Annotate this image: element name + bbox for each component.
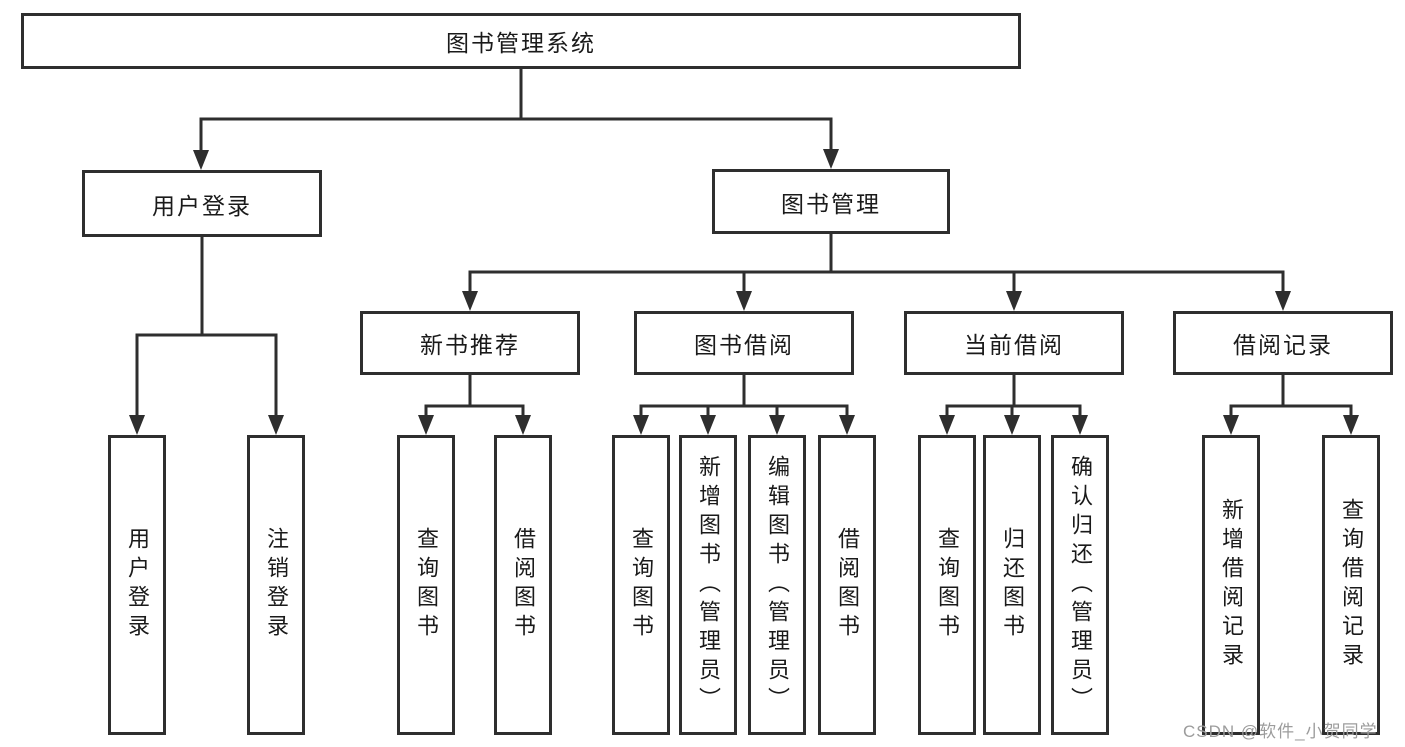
node-label: 查询借阅记录 — [1339, 498, 1364, 672]
node-label: 查询图书 — [414, 527, 439, 643]
node-borrow-records: 借阅记录 — [1173, 311, 1393, 375]
node-records-add-record: 新增借阅记录 — [1202, 435, 1260, 735]
node-current-return-book: 归还图书 — [983, 435, 1041, 735]
node-current-query-book: 查询图书 — [918, 435, 976, 735]
arrowheads — [129, 149, 1359, 435]
node-borrow-query-book: 查询图书 — [612, 435, 670, 735]
node-label: 当前借阅 — [964, 332, 1064, 358]
node-logout-action: 注销登录 — [247, 435, 305, 735]
node-login-action: 用户登录 — [108, 435, 166, 735]
node-label: 归还图书 — [1000, 527, 1025, 643]
node-label: 新增借阅记录 — [1219, 498, 1244, 672]
node-borrow-edit-book-admin: 编辑图书（管理员） — [748, 435, 806, 735]
node-newrec-query-book: 查询图书 — [397, 435, 455, 735]
node-borrow-borrow-book: 借阅图书 — [818, 435, 876, 735]
node-newrec-borrow-book: 借阅图书 — [494, 435, 552, 735]
csdn-watermark: CSDN @软件_小贺同学 — [1183, 722, 1378, 741]
node-user-login: 用户登录 — [82, 170, 322, 237]
node-label: 图书管理 — [781, 190, 881, 217]
node-records-query-record: 查询借阅记录 — [1322, 435, 1380, 735]
node-book-management: 图书管理 — [712, 169, 950, 234]
node-label: 图书管理系统 — [446, 30, 596, 56]
node-library-system: 图书管理系统 — [21, 13, 1021, 69]
node-label: 借阅图书 — [835, 527, 860, 643]
node-current-borrow: 当前借阅 — [904, 311, 1124, 375]
node-label: 用户登录 — [152, 192, 252, 219]
node-label: 图书借阅 — [694, 332, 794, 358]
node-new-book-recommend: 新书推荐 — [360, 311, 580, 375]
node-book-borrow: 图书借阅 — [634, 311, 854, 375]
node-label: 确认归还（管理员） — [1068, 454, 1093, 716]
node-label: 用户登录 — [125, 527, 150, 643]
node-label: 新书推荐 — [420, 332, 520, 358]
node-label: 新增图书（管理员） — [696, 454, 721, 716]
node-borrow-add-book-admin: 新增图书（管理员） — [679, 435, 737, 735]
node-label: 查询图书 — [935, 527, 960, 643]
node-label: 借阅图书 — [511, 527, 536, 643]
node-label: 查询图书 — [629, 527, 654, 643]
node-label: 借阅记录 — [1233, 332, 1333, 358]
node-label: 注销登录 — [264, 527, 289, 643]
node-label: 编辑图书（管理员） — [765, 454, 790, 716]
node-current-confirm-return-admin: 确认归还（管理员） — [1051, 435, 1109, 735]
